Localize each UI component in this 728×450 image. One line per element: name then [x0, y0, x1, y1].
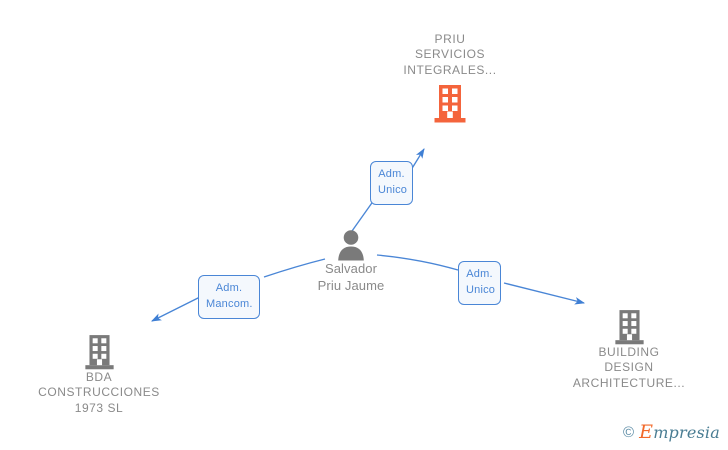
node-priu-servicios[interactable]: PRIU SERVICIOS INTEGRALES... [375, 32, 525, 123]
building-icon [614, 308, 645, 345]
node-label-bda-construcciones: BDA CONSTRUCCIONES 1973 SL [38, 370, 160, 415]
node-salvador-priu-jaume[interactable]: Salvador Priu Jaume [301, 229, 401, 294]
building-icon [433, 83, 467, 123]
person-icon [336, 229, 366, 261]
empresia-watermark: © Empresia [623, 423, 720, 442]
edge-label-to-priu-servicios[interactable]: Adm. Unico [370, 161, 413, 206]
edge-label-to-bda-construcciones[interactable]: Adm. Mancom. [198, 275, 260, 320]
empresia-logo: Empresia [639, 423, 720, 442]
building-icon [84, 333, 115, 370]
empresia-logo-rest: mpresia [653, 423, 720, 442]
node-label-building-design: BUILDING DESIGN ARCHITECTURE... [572, 345, 686, 390]
node-building-design[interactable]: BUILDING DESIGN ARCHITECTURE... [554, 308, 704, 391]
node-label-salvador-priu-jaume: Salvador Priu Jaume [317, 261, 385, 293]
node-label-priu-servicios: PRIU SERVICIOS INTEGRALES... [403, 32, 497, 77]
empresia-logo-initial: E [639, 421, 654, 443]
copyright-icon: © [623, 424, 635, 441]
edge-label-to-building-design[interactable]: Adm. Unico [458, 261, 501, 306]
node-bda-construcciones[interactable]: BDA CONSTRUCCIONES 1973 SL [24, 333, 174, 416]
